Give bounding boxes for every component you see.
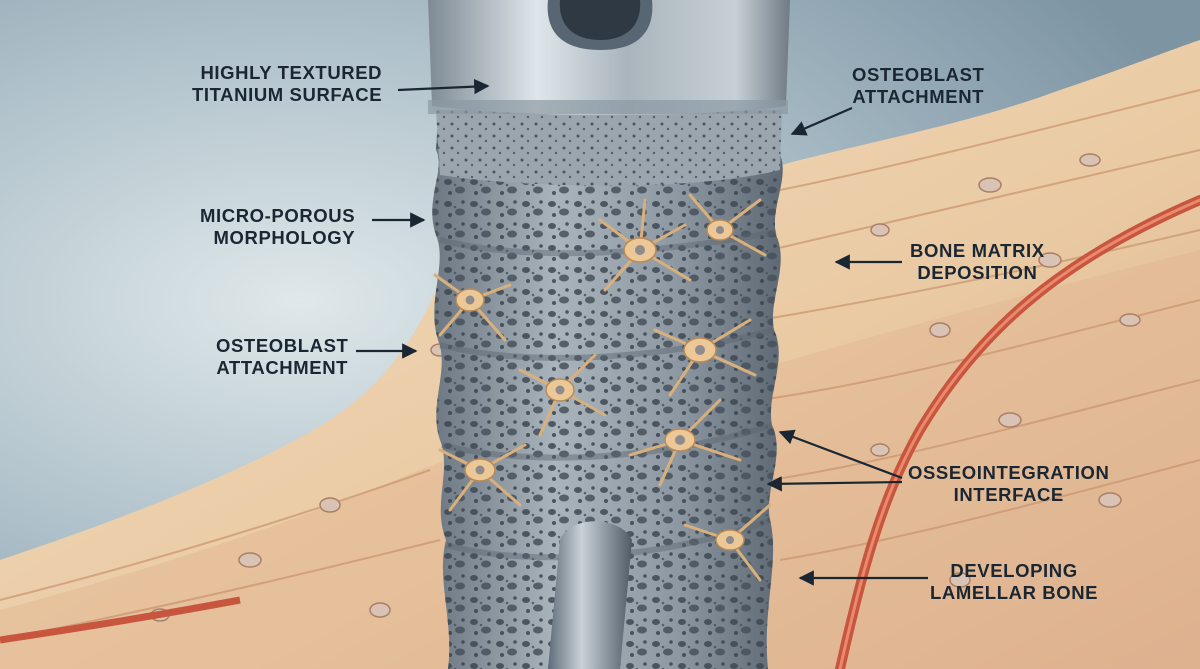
label-bone-matrix-line1: BONE MATRIX xyxy=(910,240,1045,261)
label-lamellar-line2: LAMELLAR BONE xyxy=(930,582,1099,603)
label-osseointegration-line1: OSSEOINTEGRATION xyxy=(908,462,1110,483)
label-micro-porous-morphology: MICRO-POROUS MORPHOLOGY xyxy=(200,205,355,249)
label-osteoblast-left-line2: ATTACHMENT xyxy=(216,357,349,378)
label-developing-lamellar-bone: DEVELOPING LAMELLAR BONE xyxy=(930,560,1098,604)
label-micro-porous-line2: MORPHOLOGY xyxy=(213,227,356,248)
label-osteoblast-top-line1: OSTEOBLAST xyxy=(852,64,985,85)
label-osseointegration-interface: OSSEOINTEGRATION INTERFACE xyxy=(908,462,1109,506)
arrow-osteoblast-top xyxy=(790,106,853,136)
label-titanium-surface-line1: HIGHLY TEXTURED xyxy=(200,62,383,83)
label-bone-matrix-deposition: BONE MATRIX DEPOSITION xyxy=(910,240,1045,284)
label-titanium-surface: HIGHLY TEXTURED TITANIUM SURFACE xyxy=(192,62,382,106)
label-osteoblast-top-line2: ATTACHMENT xyxy=(852,86,985,107)
label-osteoblast-left-line1: OSTEOBLAST xyxy=(216,335,349,356)
label-lamellar-line1: DEVELOPING xyxy=(950,560,1078,581)
arrow-titanium-surface xyxy=(397,78,490,95)
label-bone-matrix-line2: DEPOSITION xyxy=(917,262,1038,283)
arrow-osseointegration-2 xyxy=(766,476,903,492)
label-titanium-surface-line2: TITANIUM SURFACE xyxy=(192,84,383,105)
label-osteoblast-attachment-left: OSTEOBLAST ATTACHMENT xyxy=(216,335,348,379)
arrow-osseointegration-1 xyxy=(778,429,903,480)
label-osteoblast-attachment-top: OSTEOBLAST ATTACHMENT xyxy=(852,64,984,108)
label-micro-porous-line1: MICRO-POROUS xyxy=(200,205,356,226)
label-osseointegration-line2: INTERFACE xyxy=(953,484,1064,505)
